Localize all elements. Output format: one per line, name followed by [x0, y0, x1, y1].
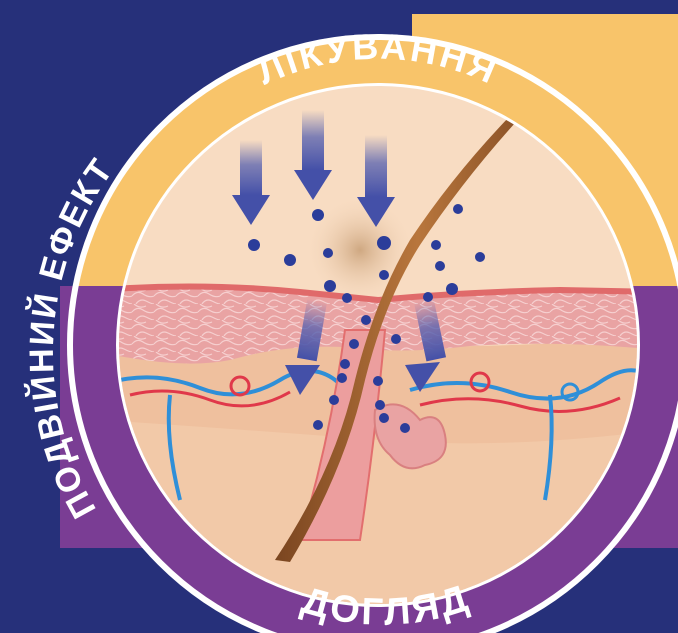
- diagram-canvas: ЛІКУВАННЯ ДОГЛЯД ПОДВІЙНИЙ ЕФЕКТ: [0, 0, 678, 633]
- effect-diagram: ЛІКУВАННЯ ДОГЛЯД ПОДВІЙНИЙ ЕФЕКТ: [0, 0, 678, 633]
